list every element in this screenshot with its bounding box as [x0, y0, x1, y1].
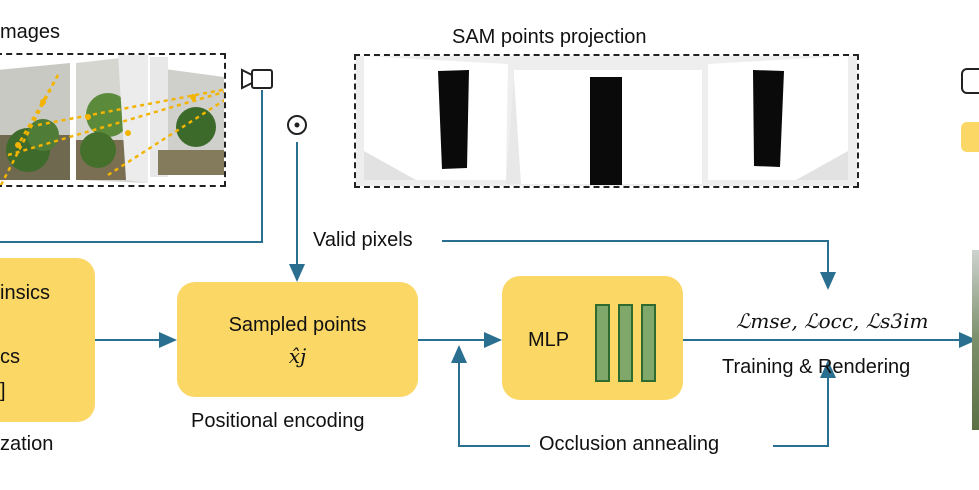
occlusion-annealing-label: Occlusion annealing [539, 433, 720, 455]
camera-params-box: insics cs ] [0, 258, 95, 422]
sam-mask-strip [356, 56, 857, 186]
legend-fill-swatch [961, 122, 979, 152]
output-render-thumbnail [972, 250, 979, 430]
camera-icon [241, 68, 273, 90]
sampled-points-symbol: x̂j [288, 344, 307, 368]
legend-outline-swatch [961, 68, 979, 94]
wire-valid-to-loss [442, 240, 836, 290]
sampled-points-label: Sampled points [228, 314, 367, 336]
left-box-caption: zation [0, 433, 54, 455]
mlp-label: MLP [528, 329, 570, 351]
sam-panel [354, 54, 859, 188]
photo-strip [0, 55, 224, 185]
circled-dot-icon [287, 115, 307, 135]
valid-pixels-label: Valid pixels [313, 229, 413, 251]
images-panel [0, 53, 226, 187]
loss-terms: ℒmse, ℒocc, ℒs3im [736, 309, 929, 333]
mlp-layer-bar-3 [641, 304, 656, 382]
wire-camera-to-left [0, 90, 263, 243]
wire-occlusion-left [451, 345, 530, 447]
wire-occlusion-right [773, 360, 836, 447]
positional-encoding-label: Positional encoding [191, 410, 365, 432]
training-rendering-label: Training & Rendering [722, 356, 911, 378]
mlp-layer-bar-2 [618, 304, 633, 382]
images-title: mages [0, 21, 61, 43]
sam-title: SAM points projection [452, 26, 647, 48]
mlp-box: MLP [502, 276, 683, 400]
sampled-points-box: Sampled points x̂j [177, 282, 418, 397]
mlp-layer-bar-1 [595, 304, 610, 382]
